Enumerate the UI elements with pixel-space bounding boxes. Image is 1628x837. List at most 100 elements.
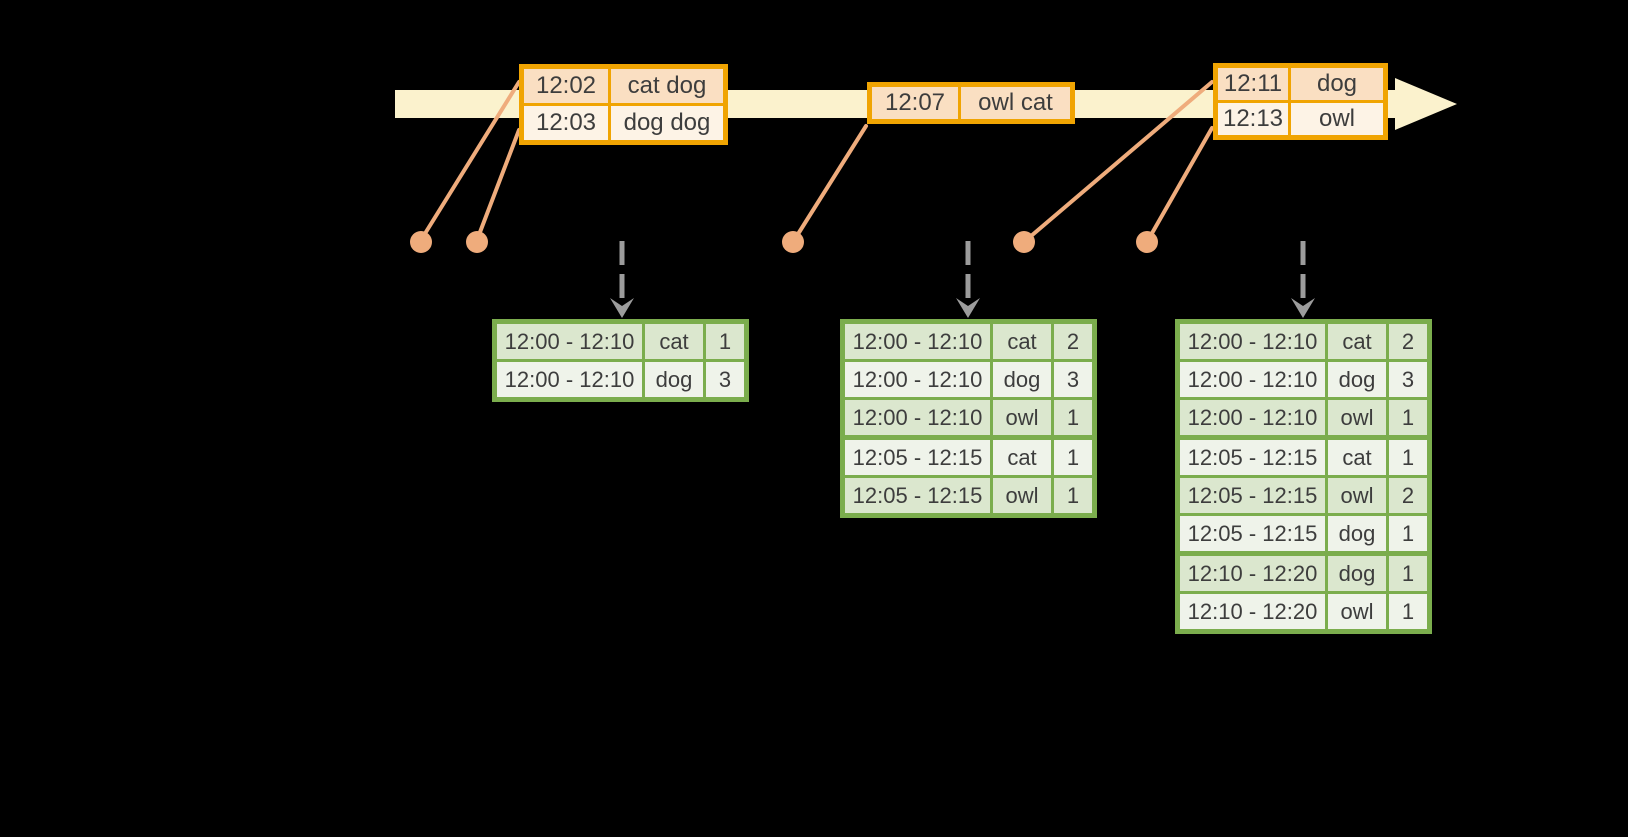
event-words-cell: owl cat xyxy=(961,87,1070,119)
event-time-cell: 12:03 xyxy=(524,106,608,140)
window-cell: 12:00 - 12:10 xyxy=(497,362,642,397)
connector-line xyxy=(419,80,521,242)
window-cell: 12:05 - 12:15 xyxy=(1180,516,1325,551)
count-cell: 3 xyxy=(1054,362,1092,397)
count-cell: 1 xyxy=(1054,440,1092,475)
count-cell: 3 xyxy=(706,362,744,397)
word-cell: owl xyxy=(1328,478,1386,513)
event-words-cell: owl xyxy=(1291,103,1383,135)
count-cell: 1 xyxy=(1054,400,1092,435)
event-dot xyxy=(1013,231,1035,253)
window-cell: 12:05 - 12:15 xyxy=(845,478,990,513)
window-cell: 12:00 - 12:10 xyxy=(497,324,642,359)
event-row: 12:13 owl xyxy=(1218,103,1383,135)
word-cell: cat xyxy=(1328,324,1386,359)
count-cell: 1 xyxy=(1389,556,1427,591)
count-cell: 1 xyxy=(1389,440,1427,475)
event-time-cell: 12:13 xyxy=(1218,103,1288,135)
word-cell: owl xyxy=(1328,594,1386,629)
word-cell: owl xyxy=(1328,400,1386,435)
count-cell: 3 xyxy=(1389,362,1427,397)
count-cell: 2 xyxy=(1389,478,1427,513)
window-cell: 12:10 - 12:20 xyxy=(1180,594,1325,629)
event-row: 12:03 dog dog xyxy=(524,106,723,140)
count-cell: 1 xyxy=(1389,400,1427,435)
word-cell: cat xyxy=(993,440,1051,475)
event-row: 12:11 dog xyxy=(1218,68,1383,100)
word-cell: cat xyxy=(1328,440,1386,475)
word-cell: dog xyxy=(645,362,703,397)
event-dot xyxy=(782,231,804,253)
connector-line xyxy=(475,128,521,242)
event-words-cell: dog xyxy=(1291,68,1383,100)
trigger-arrow-icon xyxy=(610,241,634,318)
event-words-cell: dog dog xyxy=(611,106,723,140)
word-cell: cat xyxy=(993,324,1051,359)
window-cell: 12:10 - 12:20 xyxy=(1180,556,1325,591)
event-time-cell: 12:11 xyxy=(1218,68,1288,100)
word-cell: dog xyxy=(1328,556,1386,591)
word-cell: owl xyxy=(993,478,1051,513)
word-cell: dog xyxy=(1328,362,1386,397)
word-cell: cat xyxy=(645,324,703,359)
event-words-cell: cat dog xyxy=(611,69,723,103)
connector-line xyxy=(791,124,868,244)
timeline-arrowhead-icon xyxy=(1395,78,1457,130)
window-cell: 12:05 - 12:15 xyxy=(1180,440,1325,475)
window-cell: 12:05 - 12:15 xyxy=(1180,478,1325,513)
event-dot xyxy=(466,231,488,253)
event-time-cell: 12:07 xyxy=(872,87,958,119)
window-cell: 12:00 - 12:10 xyxy=(845,400,990,435)
count-cell: 1 xyxy=(1389,594,1427,629)
window-cell: 12:00 - 12:10 xyxy=(845,324,990,359)
window-cell: 12:00 - 12:10 xyxy=(1180,324,1325,359)
count-cell: 2 xyxy=(1389,324,1427,359)
connector-line xyxy=(1022,80,1214,244)
count-cell: 1 xyxy=(1054,478,1092,513)
window-cell: 12:00 - 12:10 xyxy=(845,362,990,397)
connector-line xyxy=(1145,126,1214,244)
window-cell: 12:00 - 12:10 xyxy=(1180,400,1325,435)
count-cell: 2 xyxy=(1054,324,1092,359)
event-table: 12:11 dog 12:13 owl xyxy=(1213,63,1388,140)
event-row: 12:02 cat dog xyxy=(524,69,723,103)
count-cell: 1 xyxy=(1389,516,1427,551)
count-cell: 1 xyxy=(706,324,744,359)
word-cell: dog xyxy=(1328,516,1386,551)
event-table: 12:02 cat dog 12:03 dog dog xyxy=(519,64,728,145)
event-time-cell: 12:02 xyxy=(524,69,608,103)
word-cell: owl xyxy=(993,400,1051,435)
word-cell: dog xyxy=(993,362,1051,397)
window-cell: 12:00 - 12:10 xyxy=(1180,362,1325,397)
event-row: 12:07 owl cat xyxy=(872,87,1070,119)
window-cell: 12:05 - 12:15 xyxy=(845,440,990,475)
trigger-arrow-icon xyxy=(956,241,980,318)
event-dot xyxy=(410,231,432,253)
event-table: 12:07 owl cat xyxy=(867,82,1075,124)
event-dot xyxy=(1136,231,1158,253)
trigger-arrow-icon xyxy=(1291,241,1315,318)
